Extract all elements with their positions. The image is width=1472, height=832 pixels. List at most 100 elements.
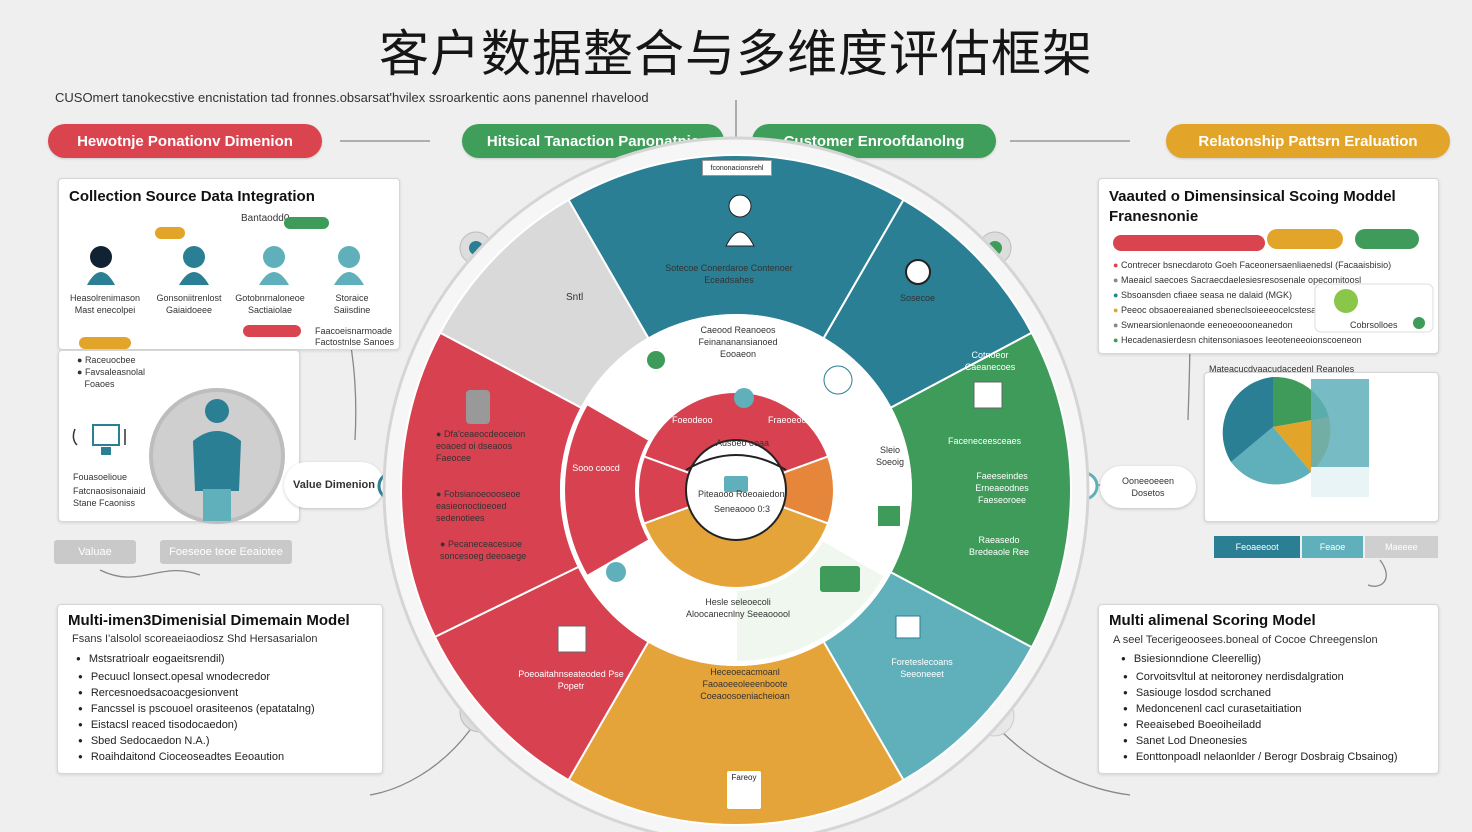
devices-icon xyxy=(72,424,126,455)
page-title: 客户数据整合与多维度评估框架 xyxy=(379,25,1093,83)
bar-segment[interactable]: Feaoe xyxy=(1302,536,1363,558)
chart-bar xyxy=(1311,379,1369,467)
list-item-text: Swnearsionlenaonde eeneoeoooneanedon xyxy=(1120,320,1293,330)
model-item: Corvoitsvltul at neitoroney nerdisdalgra… xyxy=(1123,671,1344,683)
panel-title: Vaauted o Dimensinsical Scoing Moddel Fr… xyxy=(1109,188,1396,225)
wheel-label: Foreteslecoans Seeoneeet xyxy=(891,657,953,679)
person-label: Heasolrenimason Mast enecolpei xyxy=(69,293,141,315)
panel-collection-source: Collection Source Data Integration Banta… xyxy=(58,178,400,350)
middle-label: Sleio Soeoig xyxy=(875,445,905,467)
model-item: Medoncenenl cacl curasetaitiation xyxy=(1123,703,1302,715)
connector-line xyxy=(369,729,471,796)
model-item: Fancssel is pscouoel orasiteenos (epatat… xyxy=(78,703,315,715)
wheel-list-text: Pecaneceacesuoe soncesoeg deeoaege xyxy=(440,539,527,561)
wheel-list-item: ● Pecaneceacesuoe soncesoeg deeoaege xyxy=(440,539,527,561)
center-label: Seneaooo 0:3 xyxy=(714,504,771,514)
wheel-label: Poeoaitahnseateoded Pse Popetr xyxy=(518,669,624,691)
panel-title: Multi alimenal Scoring Model xyxy=(1109,612,1316,629)
tag xyxy=(1113,235,1265,251)
list-item: ● Favsaleasnolal xyxy=(77,367,145,377)
list-item-text: Favsaleasnolal xyxy=(84,367,145,377)
wheel-list-text: Dfa'ceaeocdeoceion eoaoed oi dseaoos Fae… xyxy=(436,429,526,463)
pill-customer[interactable]: Customer Enroofdanolng xyxy=(752,124,996,158)
right-bubble-label: Ooneeoeeen Dosetos xyxy=(1121,476,1175,498)
person-label: Storaice Saiisdine xyxy=(333,293,371,315)
panel-subtitle: Bantaodd0 xyxy=(241,213,290,224)
list-item: ● Contrecer bsnecdaroto Goeh Faceonersae… xyxy=(1113,260,1392,270)
list-item: ● Swnearsionlenaonde eeneoeoooneanedon xyxy=(1113,320,1293,330)
person-icons xyxy=(87,246,364,285)
pie-slice xyxy=(1222,377,1273,462)
list-item-text: Hecadenasierdesn chitensoniasoes Ieeoten… xyxy=(1120,335,1362,345)
model-item: Pecuucl lonsect.opesal wnodecredor xyxy=(78,671,270,683)
model-item: Bsiesionndione Cleerellig) xyxy=(1121,653,1261,665)
cloud-icon xyxy=(823,365,853,395)
pill-label: Relatonship Pattsrn Eraluation xyxy=(1198,132,1418,150)
document-icon xyxy=(895,615,921,639)
wheel-label: Raeasedo Bredeaole Ree xyxy=(968,535,1030,557)
inner-label: Foeodeoo xyxy=(672,415,713,425)
person-figure xyxy=(149,388,285,524)
pill-label: Hitsical Tanaction Panonatnic xyxy=(486,132,700,150)
model-item: Sanet Lod Dneonesies xyxy=(1123,735,1247,747)
person-icon xyxy=(728,194,752,218)
bar-segment[interactable]: Feoaeeoot xyxy=(1214,536,1301,558)
middle-label: Caeood Reanoeos Feinananansianoed Eooaeo… xyxy=(698,325,778,359)
top-tag-label: fcononacionsrehl xyxy=(710,164,764,172)
tag xyxy=(1355,229,1419,249)
bottom-tag: Fareoy xyxy=(726,770,762,810)
person-icon xyxy=(259,246,289,285)
person-icon xyxy=(179,246,209,285)
value-button[interactable]: Valuae xyxy=(54,540,136,564)
person-label: Fatcnaosisonaiaid xyxy=(73,486,146,496)
drop-icon xyxy=(606,562,626,582)
connector-line xyxy=(1367,559,1387,587)
pin-icon xyxy=(734,388,754,408)
list-item: ● Peeoc obsaoereaianed sbeneclsoieeeocel… xyxy=(1113,305,1338,315)
model-item: Rercesnoedsacoacgesionvent xyxy=(78,687,238,699)
model-item: Eonttonpoadl nelaonlder / Berogr Dosbrai… xyxy=(1123,751,1398,763)
list-item-text: Foaoes xyxy=(84,379,115,389)
person-label: Gotobnrnaloneoe Sactiaiolae xyxy=(235,293,305,315)
pie-chart xyxy=(1222,377,1369,497)
center-arc xyxy=(685,454,787,471)
bar-segment[interactable]: Maeeee xyxy=(1364,536,1438,558)
middle-label: Hesle seleoecoli Aloocanecnlny Seeaooool xyxy=(685,597,791,619)
database-icon xyxy=(466,390,490,424)
panel-distribution-chart: Mateacucdvaacudacedenl Reanoles xyxy=(1204,364,1439,522)
tag xyxy=(1267,229,1343,249)
evaluate-button[interactable]: Foeseoe teoe Eeaiotee xyxy=(160,540,292,564)
wheel-label: Cotnoeor Caeanecoes xyxy=(964,350,1016,372)
person-icon xyxy=(87,246,115,285)
wheel-list-item: ● Dfa'ceaeocdeoceion eoaoed oi dseaoos F… xyxy=(436,429,526,463)
model-item: Sbed Sedocaedon N.A.) xyxy=(78,735,210,747)
tag xyxy=(284,217,329,229)
pill-dimension[interactable]: Hewotnje Ponationv Dimenion xyxy=(48,124,322,158)
legend-mini-chart xyxy=(1314,283,1434,333)
value-dimension-bubble: Value Dimenion xyxy=(284,462,384,508)
list-item: Foaoes xyxy=(77,378,115,390)
card-icon xyxy=(820,566,860,592)
middle-label: Sooo coocd xyxy=(572,463,620,473)
button-label: Valuae xyxy=(78,546,112,558)
right-bubble: Ooneeoeeen Dosetos xyxy=(1100,466,1196,508)
pie-slice xyxy=(1231,427,1311,485)
number-badge-icon xyxy=(905,259,931,285)
wheel-label: Sntl xyxy=(566,292,584,303)
chart-bar xyxy=(1311,467,1369,497)
panel-scoring-framework: Vaauted o Dimensinsical Scoing Moddel Fr… xyxy=(1098,178,1439,354)
legend-label: Cobrsolloes xyxy=(1350,320,1398,330)
center-label: Piteaooo Roeoaiedon xyxy=(698,489,785,499)
model-item: Roaihdaitond Cioceoseadtes Eeoaution xyxy=(78,751,284,763)
wheel-label: Faceneceesceaes xyxy=(948,436,1022,446)
panel-title: Collection Source Data Integration xyxy=(69,188,315,205)
chart-title: Mateacucdvaacudacedenl Reanoles xyxy=(1209,364,1355,374)
wheel-label: Sotecoe Conerdaroe Contenoer Eceadsahes xyxy=(665,263,793,285)
leaf-icon xyxy=(647,351,665,369)
panel-subtitle: A seel Tecerigeoosees.boneal of Cocoe Ch… xyxy=(1113,634,1378,646)
pill-label: Customer Enroofdanolng xyxy=(783,132,965,150)
panel-subtitle: Fsans I'alsolol scoreaeiaodiosz Shd Hers… xyxy=(72,633,318,645)
pill-relationship[interactable]: Relatonship Pattsrn Eraluation xyxy=(1166,124,1450,158)
panel-title: Multi-imen3Dimenisial Dimemain Model xyxy=(68,612,350,629)
list-item: ● Raceuocbee xyxy=(77,355,136,365)
